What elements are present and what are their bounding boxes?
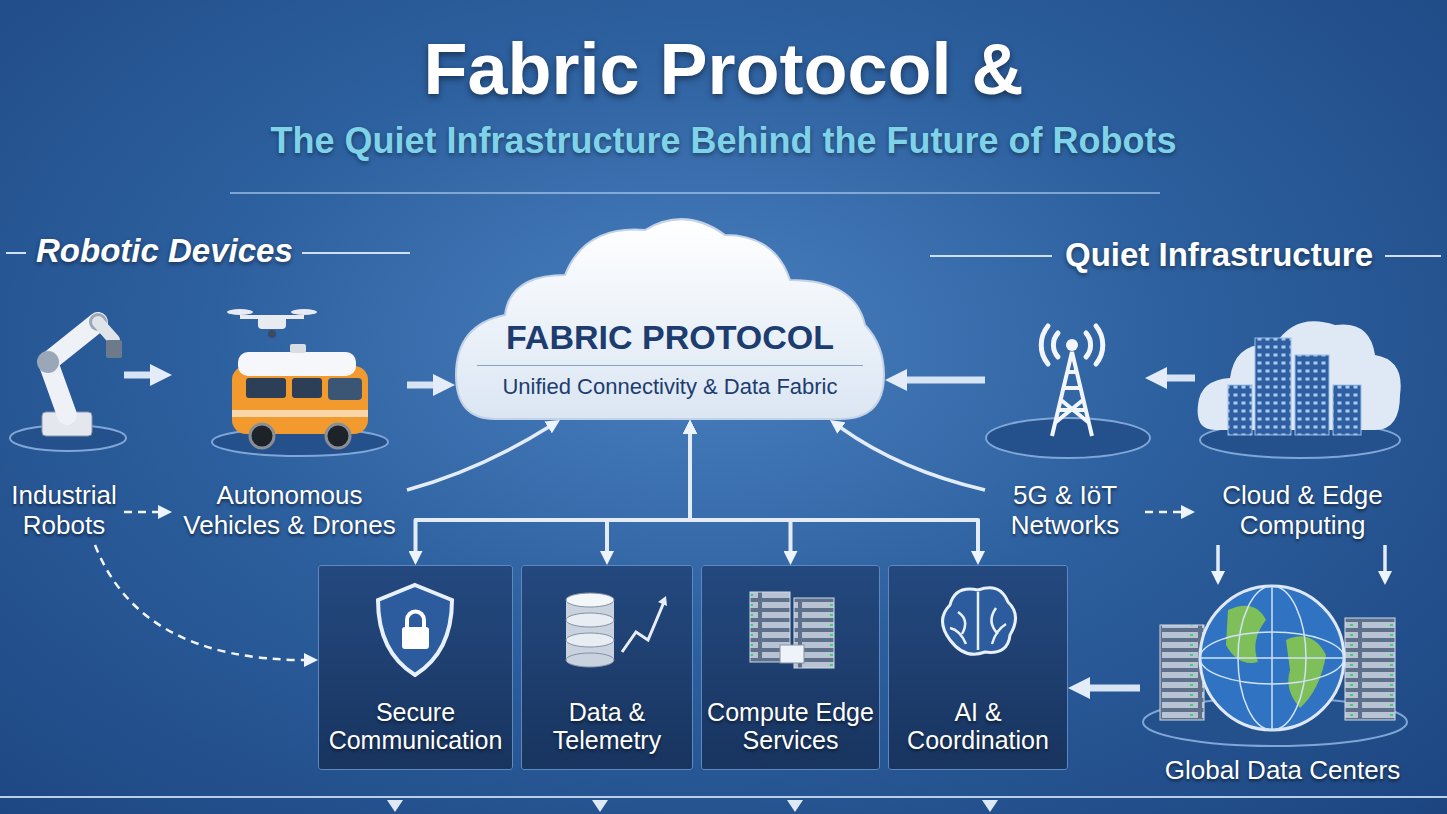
device-node: Autonomous Vehicles & Drones	[172, 300, 407, 545]
service-box: Data & Telemetry	[521, 565, 693, 770]
flow-arrow	[407, 382, 434, 389]
flow-arrow	[1089, 685, 1140, 692]
section-label: Quiet Infrastructure	[1065, 236, 1373, 274]
service-box: AI & Coordination	[888, 565, 1068, 770]
flow-arrow	[906, 377, 985, 384]
shield-lock-icon	[378, 585, 452, 675]
node-label: Cloud & Edge Computing	[1195, 481, 1410, 541]
node-label: Secure Communication	[323, 698, 508, 756]
device-node: Industrial Robots	[4, 300, 124, 545]
diagram-title: Fabric Protocol &	[0, 28, 1447, 110]
dashed-arrow	[124, 511, 159, 514]
robot-arm-icon	[10, 313, 126, 451]
flow-arrow	[1166, 375, 1195, 382]
node-label: AI & Coordination	[893, 698, 1063, 756]
subtitle: The Quiet Infrastructure Behind the Futu…	[0, 120, 1447, 162]
infrastructure-node: Global Data Centers	[1140, 585, 1425, 790]
cloud-subheading: Unified Connectivity & Data Fabric	[477, 365, 863, 400]
dashed-arrow	[95, 545, 305, 660]
flow-arrow	[1383, 545, 1387, 572]
flow-arrow	[407, 427, 549, 490]
antenna-tower-icon	[986, 326, 1150, 458]
node-label: Data & Telemetry	[526, 698, 688, 756]
brain-icon	[943, 588, 1016, 655]
flow-arrow	[690, 433, 791, 551]
section-label: Robotic Devices	[36, 232, 293, 270]
flow-arrow	[690, 433, 978, 551]
node-label: Autonomous Vehicles & Drones	[172, 481, 407, 541]
protocol-cloud: FABRIC PROTOCOL Unified Connectivity & Da…	[455, 205, 885, 420]
node-label: Global Data Centers	[1140, 756, 1425, 786]
database-chart-icon	[566, 593, 667, 667]
dashed-arrow	[1145, 511, 1182, 514]
flow-arrow	[416, 433, 691, 551]
infrastructure-node: 5G & IöT Networks	[985, 300, 1145, 545]
cloud-heading: FABRIC PROTOCOL	[455, 318, 885, 357]
separator	[230, 192, 1160, 194]
service-box: Secure Communication	[318, 565, 513, 770]
node-label: Industrial Robots	[4, 481, 124, 541]
flow-arrow	[607, 433, 690, 551]
infrastructure-node: Cloud & Edge Computing	[1195, 300, 1410, 545]
node-label: 5G & IöT Networks	[985, 481, 1145, 541]
flow-arrow	[1216, 545, 1220, 572]
service-box: Compute Edge Services	[701, 565, 880, 770]
flow-arrow	[124, 372, 151, 379]
server-rack-icon	[750, 592, 834, 668]
globe-datacenter-icon	[1143, 586, 1407, 746]
flow-arrow	[841, 428, 985, 490]
cloud-building-icon	[1198, 321, 1401, 458]
node-label: Compute Edge Services	[706, 698, 875, 756]
vehicle-drone-icon	[212, 309, 388, 456]
